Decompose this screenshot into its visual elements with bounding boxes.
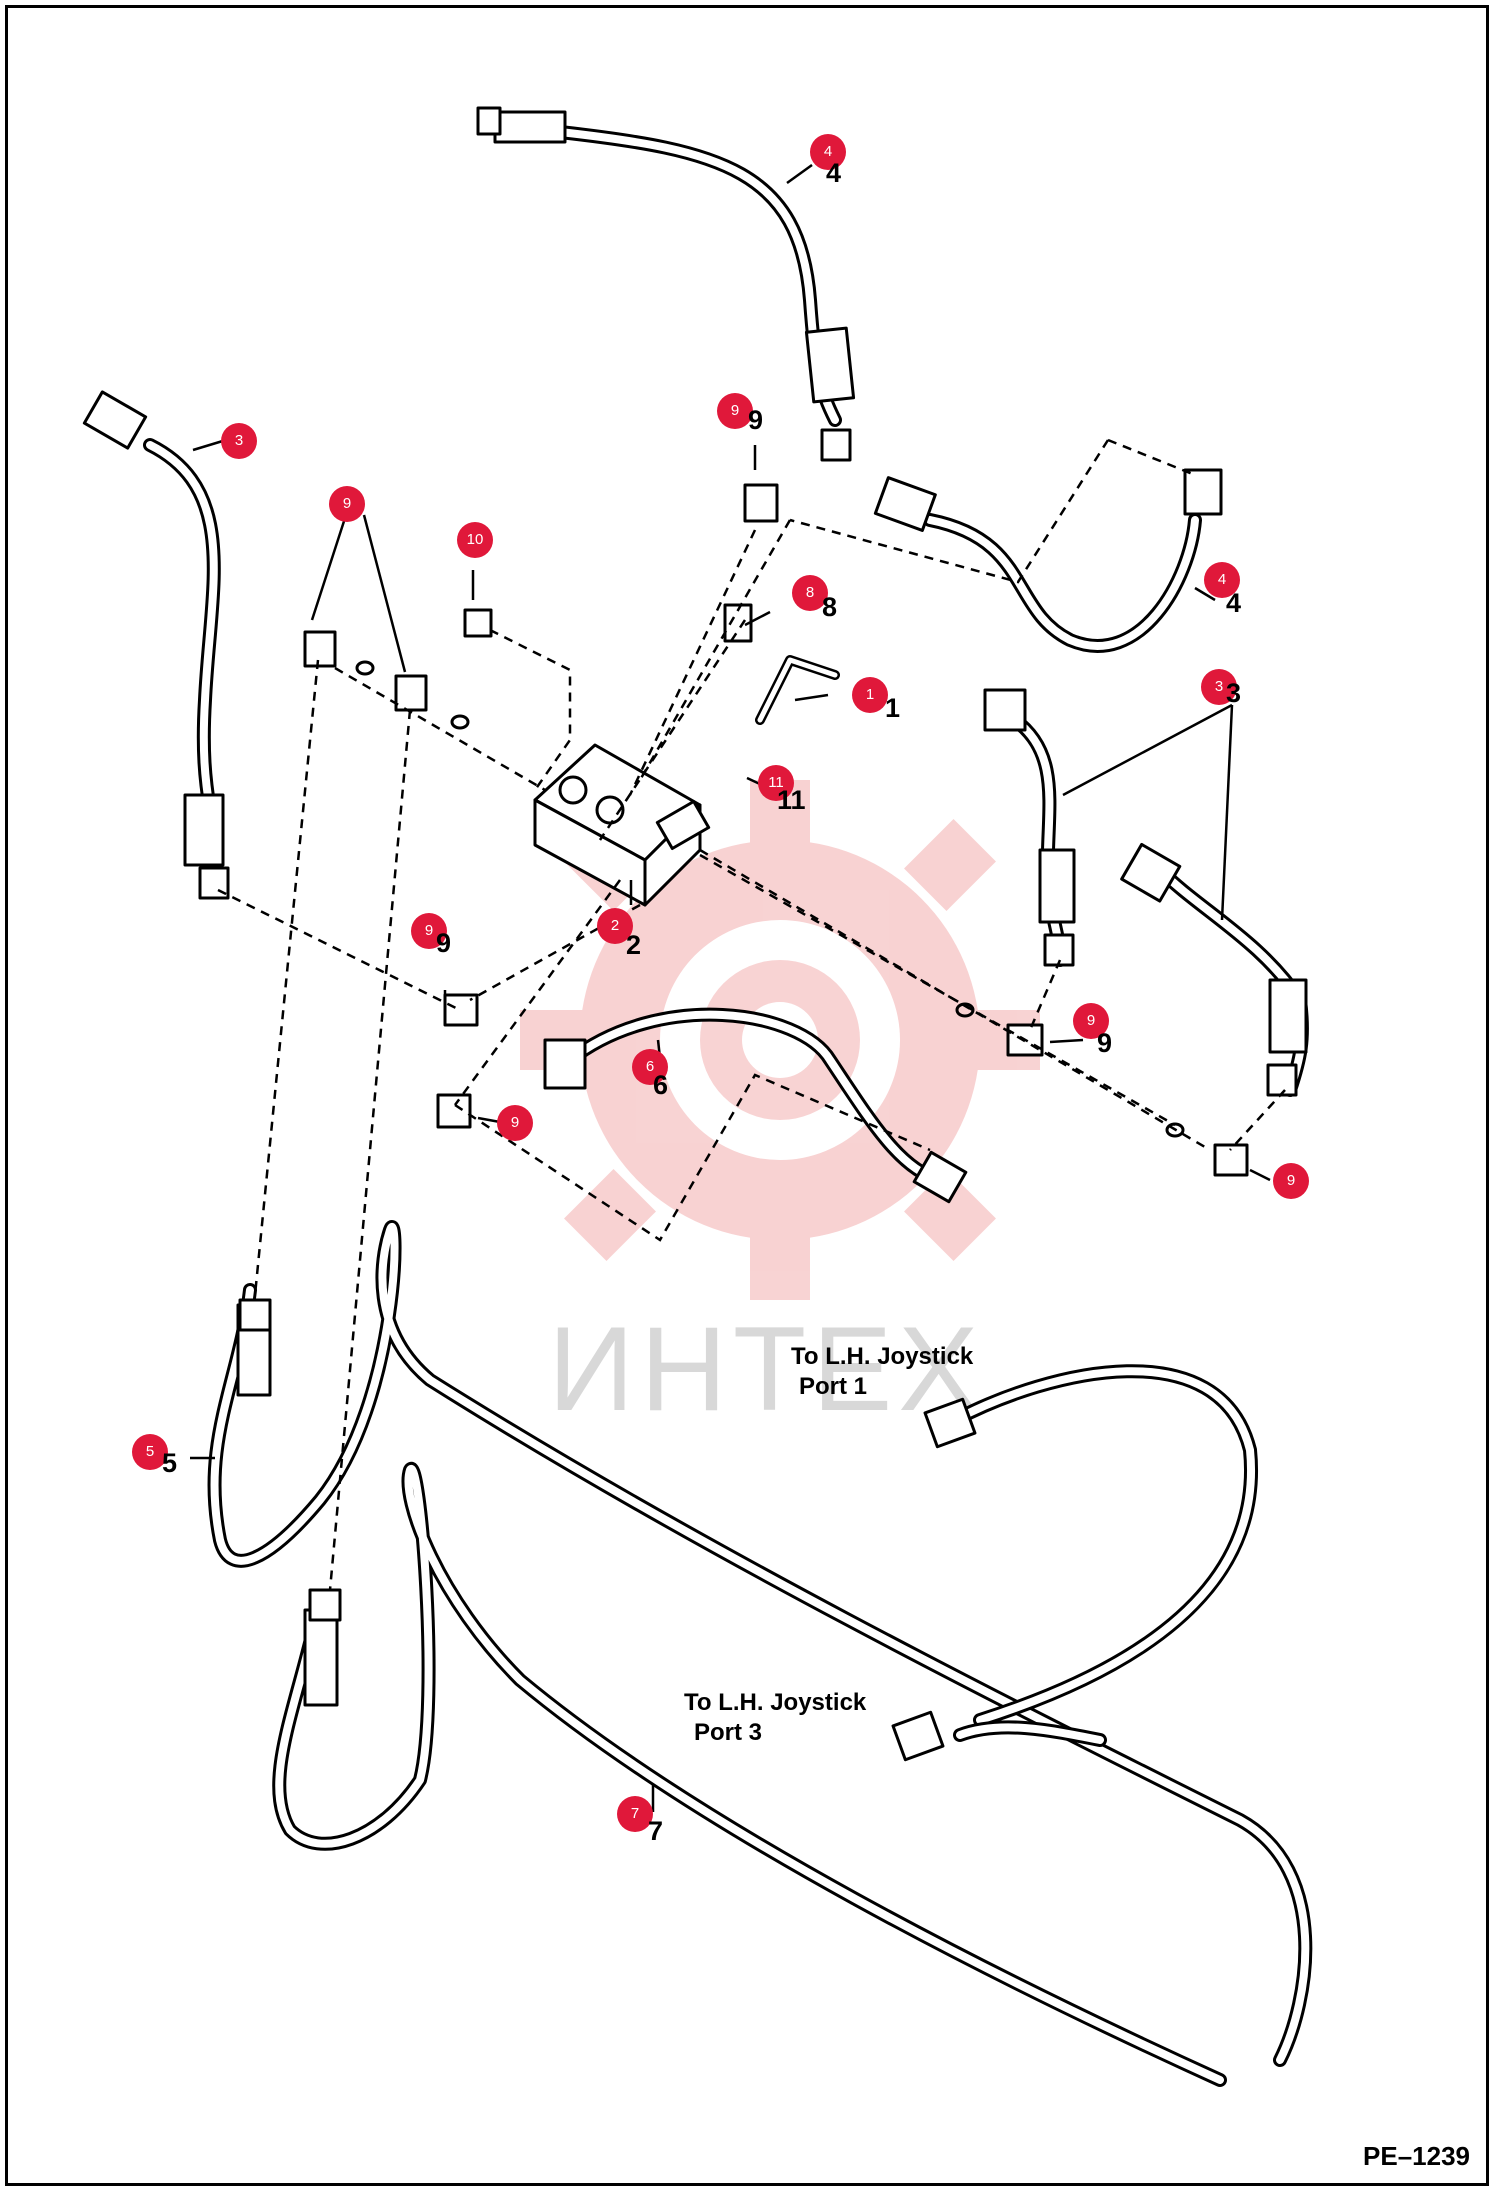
watermark-text: ИНТЕХ [548, 1302, 985, 1436]
callout-part-9: 9 [497, 1105, 533, 1141]
hose-7 [272, 1462, 1227, 2087]
note-port-3-line1: To L.H. Joystick [684, 1689, 867, 1716]
part-number-9: 9 [748, 405, 764, 435]
fitting-9 [436, 1093, 472, 1129]
part-number-1: 1 [885, 693, 901, 723]
part-number-9: 9 [436, 928, 452, 958]
callout-part-9: 9 [329, 486, 365, 522]
note-port-1: To L.H. Joystick Port 1 [791, 1342, 973, 1402]
drawing-frame [5, 5, 1489, 2186]
fitting-9 [303, 630, 337, 668]
callout-part-9: 9 [1273, 1163, 1309, 1199]
hose-6 [543, 1007, 968, 1204]
callout-part-1: 1 [852, 677, 888, 713]
callout-part-8: 8 [792, 575, 828, 611]
callout-part-9: 9 [411, 913, 447, 949]
fitting-9 [743, 483, 779, 523]
callout-part-6: 6 [632, 1049, 668, 1085]
note-port-1-line2: Port 1 [799, 1373, 868, 1400]
valve-block [533, 743, 711, 907]
callout-part-11: 11 [758, 765, 794, 801]
part-number-3: 3 [1226, 678, 1242, 708]
callout-part-4: 4 [810, 134, 846, 170]
note-port-1-line1: To L.H. Joystick [791, 1343, 974, 1370]
part-number-4: 4 [1226, 588, 1242, 618]
note-port-3-line2: Port 3 [694, 1719, 763, 1746]
part-number-4: 4 [826, 158, 842, 188]
part-number-2: 2 [626, 930, 642, 960]
fitting-9 [1213, 1143, 1249, 1177]
callout-part-4: 4 [1204, 562, 1240, 598]
note-port-3: To L.H. Joystick Port 3 [684, 1688, 866, 1748]
hose-3-right [983, 688, 1309, 1097]
part-number-6: 6 [653, 1070, 669, 1100]
fitting-9 [394, 674, 428, 712]
drawing-code: PE–1239 [1363, 2141, 1470, 2171]
part-number-8: 8 [822, 592, 838, 622]
part-number-5: 5 [162, 1448, 178, 1478]
hose-4-top [476, 106, 856, 462]
hose-4-right [873, 468, 1223, 653]
part-number-11: 11 [777, 785, 806, 815]
callout-part-9: 9 [717, 393, 753, 429]
callout-part-3: 3 [221, 423, 257, 459]
part-number-9: 9 [1097, 1028, 1113, 1058]
hose-5 [207, 1220, 1313, 2067]
callout-part-3: 3 [1201, 669, 1237, 705]
fitting-hose-7 [308, 1588, 342, 1622]
callout-part-2: 2 [597, 908, 633, 944]
callout-part-10: 10 [457, 522, 493, 558]
part-number-7: 7 [648, 1816, 664, 1846]
callout-part-5: 5 [132, 1434, 168, 1470]
callout-part-7: 7 [617, 1796, 653, 1832]
fitting-10 [463, 608, 493, 638]
callout-part-9: 9 [1073, 1003, 1109, 1039]
hose-3-left [82, 390, 230, 900]
fitting-hose-5 [238, 1298, 272, 1332]
